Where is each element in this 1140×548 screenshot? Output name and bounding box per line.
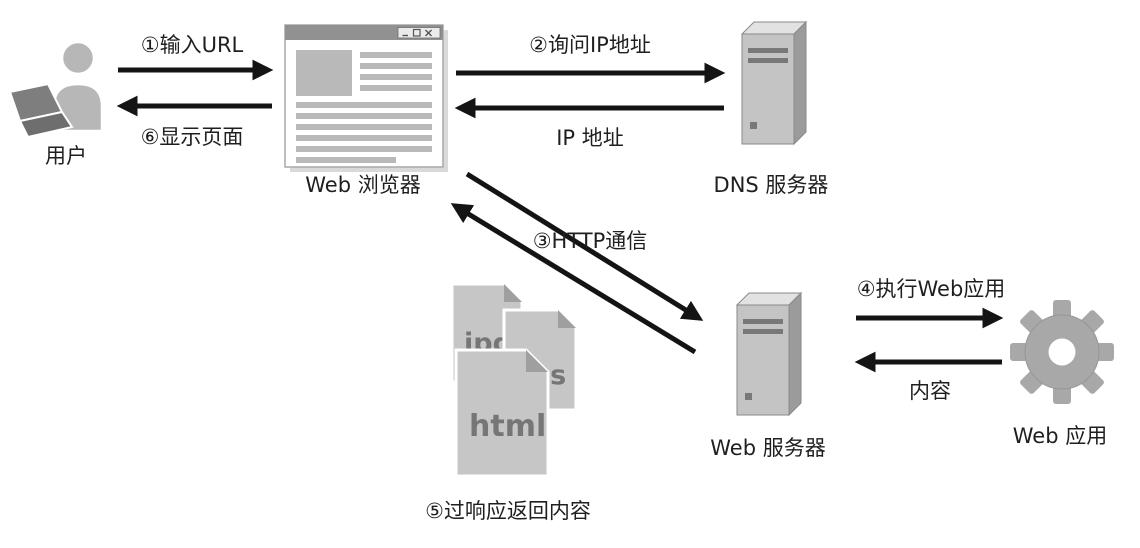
response-caption: ⑤过响应返回内容 [425,499,591,523]
dns-server-side [793,20,807,146]
close-icon-2 [425,29,432,37]
edge-label-ip-address: IP 地址 [556,126,624,150]
html-file-label: html [469,409,546,444]
web-server-slot-1 [743,319,783,324]
page-image-placeholder [296,50,352,96]
edge-label-input-url: ①输入URL [141,33,244,57]
dns-server-slot-1 [748,48,788,53]
edge-label-run-web-app: ④执行Web应用 [857,277,1006,301]
page-text-lines [296,52,432,163]
gear-icon [1010,300,1114,404]
web-app-node: Web 应用 [1010,300,1114,448]
laptop-base-icon [18,110,74,139]
dns-server-led [750,122,757,129]
web-server-slot-2 [743,329,783,334]
user-node: 用户 [8,40,104,168]
web-server-label: Web 服务器 [710,436,825,460]
dns-server-label: DNS 服务器 [714,173,829,197]
web-server-side [788,291,802,417]
person-icon [60,40,96,76]
file-stack: jpg css html ⑤过响应返回内容 [425,282,591,523]
edge-label-http: ③HTTP通信 [533,229,648,253]
html-file-icon: html [454,348,550,478]
browser-node: Web 浏览器 [284,24,448,197]
edge-label-ask-ip: ②询问IP地址 [529,33,651,57]
maximize-icon [412,28,421,37]
web-server-node [735,291,803,417]
window-controls [397,27,441,39]
gear-hole [1048,338,1076,366]
dns-server-slot-2 [748,58,788,63]
browser-label: Web 浏览器 [305,173,420,197]
user-label: 用户 [45,144,87,168]
arrow-http-request [465,171,704,321]
edge-label-content: 内容 [909,379,951,403]
arrow-http-response [450,203,697,355]
web-app-label: Web 应用 [1013,424,1107,448]
edge-label-display-page: ⑥显示页面 [141,125,244,149]
web-server-led [745,393,752,400]
dns-server-node [740,20,808,146]
